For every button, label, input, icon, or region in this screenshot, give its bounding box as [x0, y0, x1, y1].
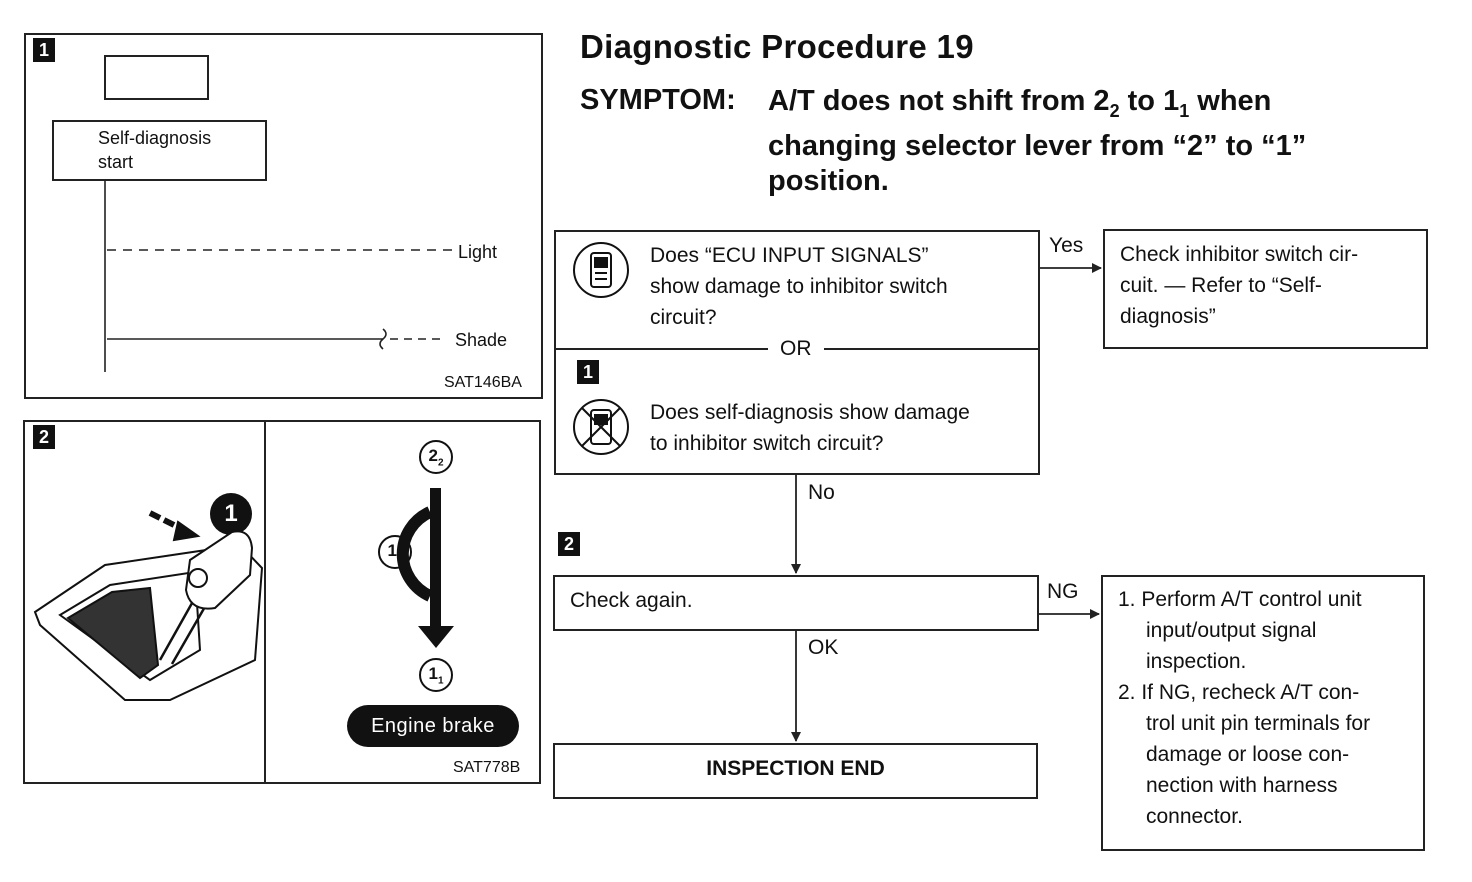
q1-line-3: circuit? [650, 306, 717, 329]
figure-2-divider [264, 420, 266, 784]
gear-mid-sub: 2 [396, 552, 403, 564]
figure-1-code: SAT146BA [444, 374, 522, 391]
ng-result-box [1101, 575, 1425, 851]
ng-item-2-line-5: connector. [1146, 805, 1243, 828]
figure-1-badge: 1 [33, 38, 55, 62]
symptom-text: A/T does not shift from 22 to 11 when ch… [768, 84, 1408, 199]
ng-item-1-line-3: inspection. [1146, 650, 1247, 673]
engine-brake-label: Engine brake [347, 705, 519, 747]
gear-top-sub: 2 [437, 457, 444, 469]
start-label-line-2: start [98, 152, 134, 172]
gear-mid-main: 1 [387, 541, 397, 560]
yes-line-3: diagnosis” [1120, 305, 1216, 328]
ng-item-2-line-4: nection with harness [1146, 774, 1338, 797]
callout-circle: 1 [210, 493, 252, 535]
shade-label: Shade [455, 330, 508, 350]
question-2-text: Does self-diagnosis show damage to inhib… [650, 397, 970, 459]
ng-item-2-line-1: 2. If NG, recheck A/T con- [1118, 681, 1360, 704]
symptom-subscript-1: 2 [1109, 100, 1120, 121]
gear-1-2-circle: 12 [378, 535, 412, 569]
symptom-text-part1: A/T does not shift from 2 [768, 85, 1110, 117]
ng-item-2-line-3: damage or loose con- [1146, 743, 1350, 766]
q1-line-2: show damage to inhibitor switch [650, 275, 948, 298]
yes-line-2: cuit. — Refer to “Self- [1120, 274, 1322, 297]
start-label-line-1: Self-diagnosis [98, 128, 212, 148]
ng-label: NG [1047, 580, 1079, 603]
figure-2-code: SAT778B [453, 759, 521, 776]
yes-result-text: Check inhibitor switch cir- cuit. — Refe… [1120, 239, 1358, 332]
ng-item-1-line-1: 1. Perform A/T control unit [1118, 588, 1362, 611]
gear-top-main: 2 [428, 446, 438, 465]
self-diagnosis-start-label: Self-diagnosis start [98, 126, 211, 174]
gear-bot-main: 1 [428, 664, 438, 683]
ng-item-1-line-2: input/output signal [1146, 619, 1317, 642]
question-2-badge: 1 [577, 360, 599, 384]
yes-label: Yes [1049, 234, 1084, 257]
check-again-text: Check again. [570, 589, 693, 612]
self-diagnosis-start-box [52, 120, 267, 181]
symptom-text-part3: when changing selector lever from “2” to… [768, 85, 1307, 197]
ok-label: OK [808, 636, 839, 659]
gear-bot-sub: 1 [437, 675, 444, 687]
gear-2-2-circle: 22 [419, 440, 453, 474]
inspection-end-text: INSPECTION END [706, 757, 885, 780]
blank-indicator-box [104, 55, 209, 100]
gear-1-1-circle: 11 [419, 658, 453, 692]
check-again-box [553, 575, 1039, 631]
question-1-text: Does “ECU INPUT SIGNALS” show damage to … [650, 240, 948, 333]
no-label: No [808, 481, 835, 504]
yes-result-box [1103, 229, 1428, 349]
symptom-subscript-2: 1 [1179, 100, 1190, 121]
ng-result-text: 1. Perform A/T control unit input/output… [1118, 584, 1370, 832]
ng-item-2-line-2: trol unit pin terminals for [1146, 712, 1371, 735]
or-label: OR [768, 336, 824, 362]
q1-line-1: Does “ECU INPUT SIGNALS” [650, 244, 929, 267]
yes-line-1: Check inhibitor switch cir- [1120, 243, 1359, 266]
q2-line-1: Does self-diagnosis show damage [650, 401, 970, 424]
symptom-label: SYMPTOM: [580, 84, 736, 116]
step-2-badge: 2 [558, 532, 580, 556]
symptom-text-part2: to 1 [1119, 85, 1180, 117]
figure-2-badge: 2 [33, 425, 55, 449]
q2-line-2: to inhibitor switch circuit? [650, 432, 884, 455]
light-label: Light [458, 242, 498, 262]
page-title: Diagnostic Procedure 19 [580, 28, 974, 65]
inspection-end-box [553, 743, 1038, 799]
